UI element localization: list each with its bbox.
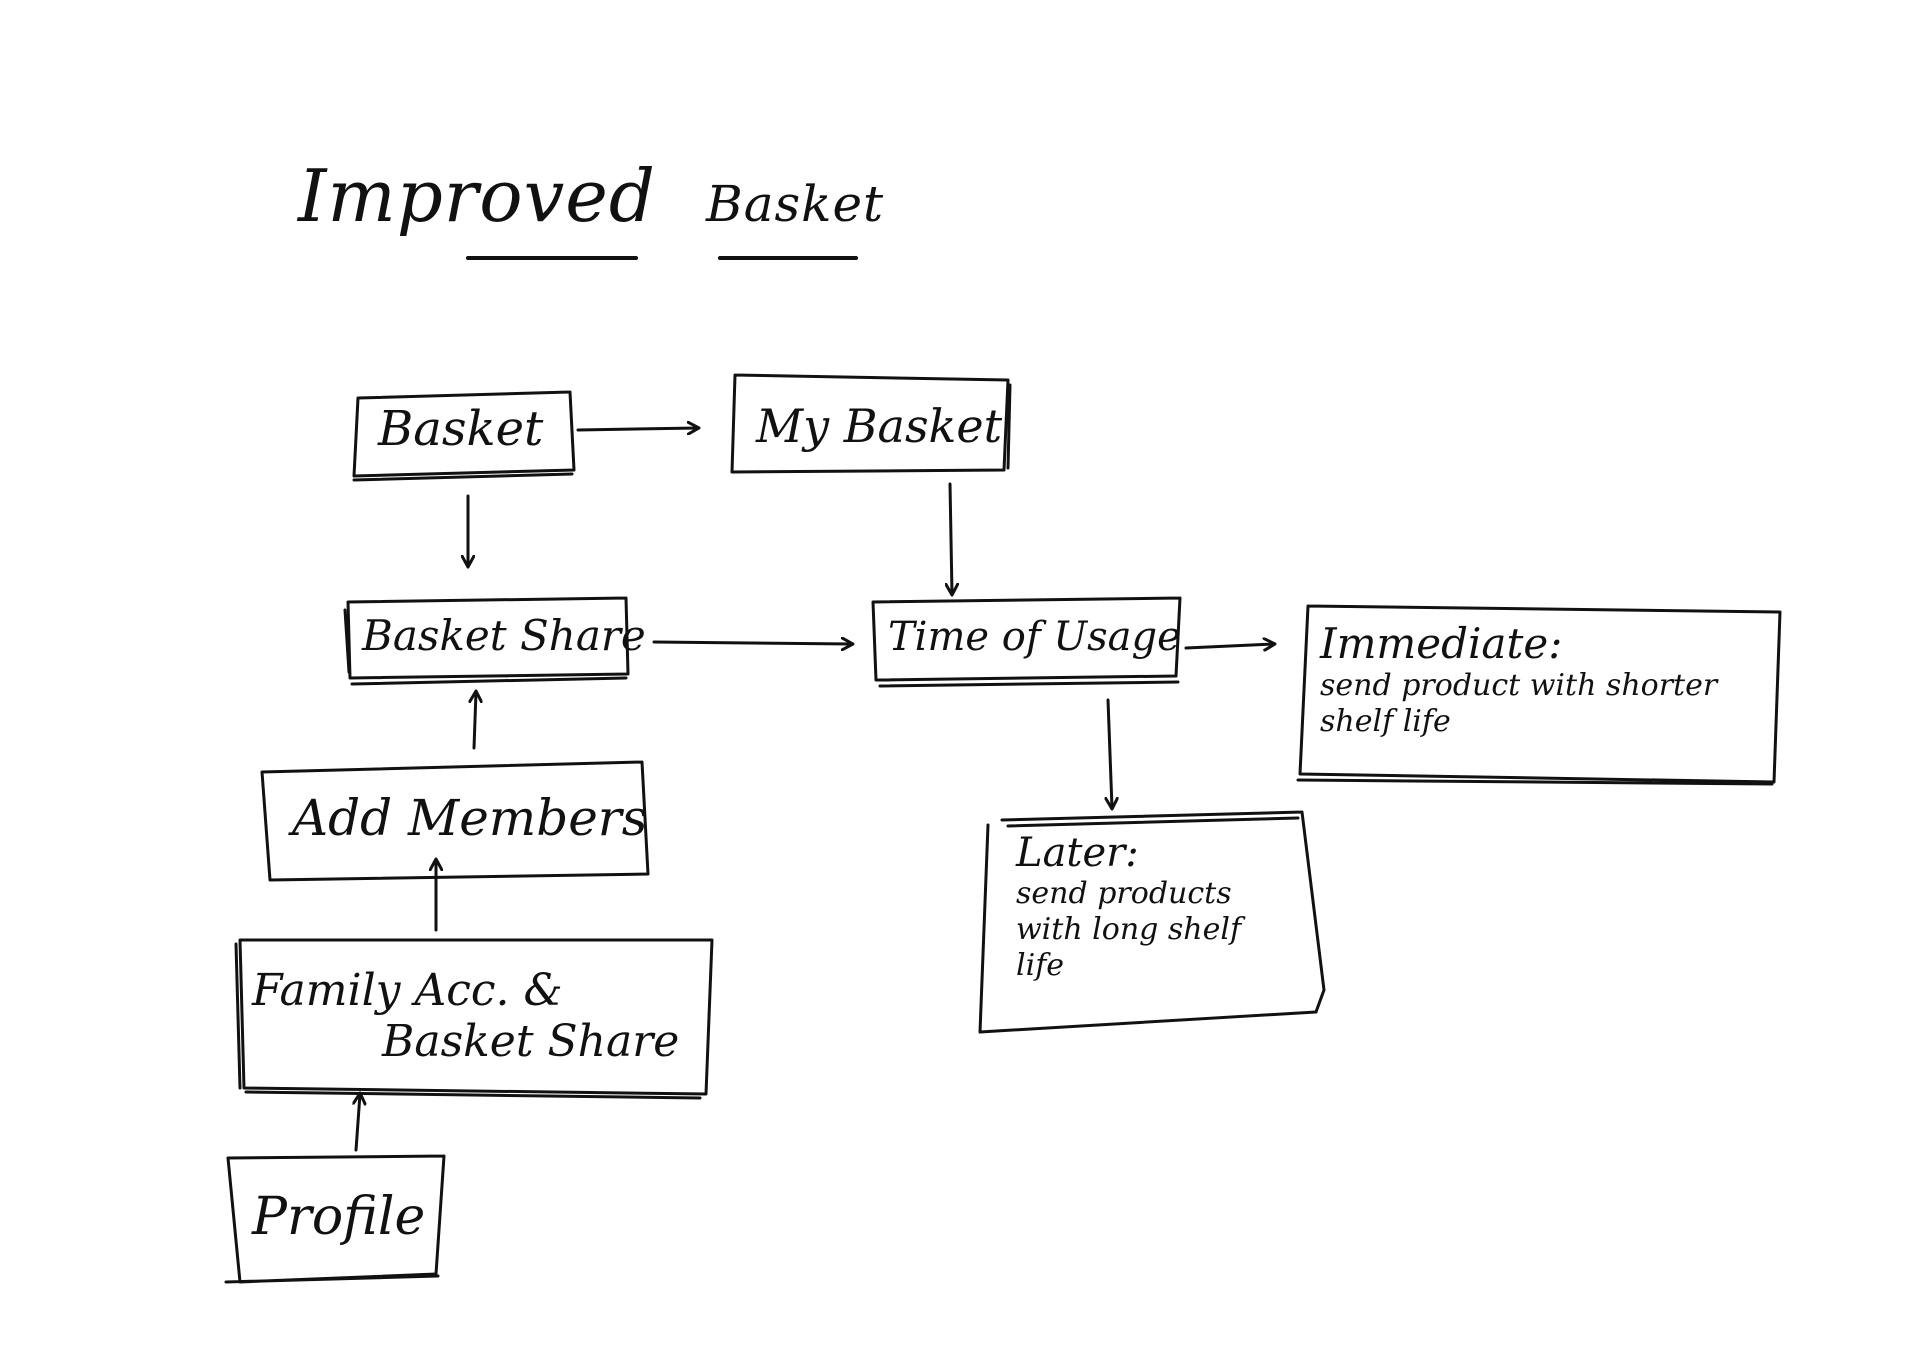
node-family-acc-line1: Family Acc. & — [252, 965, 563, 1016]
node-immediate: Immediate: send product with shorter she… — [1320, 619, 1760, 740]
box-my-basket — [730, 373, 1012, 474]
arrow-my-basket-to-time-of-usage — [950, 482, 952, 594]
node-time-of-usage-label: Time of Usage — [888, 614, 1181, 660]
box-immediate — [1296, 604, 1782, 786]
box-family-acc — [234, 938, 714, 1100]
arrow-time-of-usage-to-immediate — [1184, 644, 1274, 648]
node-profile: Profile — [252, 1187, 426, 1248]
node-profile-label: Profile — [252, 1187, 426, 1247]
node-add-members: Add Members — [292, 789, 648, 848]
box-time-of-usage — [871, 596, 1182, 688]
title-word-basket: Basket — [705, 175, 885, 233]
node-family-acc: Family Acc. & Basket Share — [252, 965, 680, 1067]
node-basket-share-label: Basket Share — [362, 611, 646, 660]
node-time-of-usage: Time of Usage — [888, 614, 1181, 660]
node-later-body: send products with long shelf life — [1016, 876, 1242, 983]
title-underline-1 — [466, 256, 638, 260]
arrow-add-members-to-basket-share — [474, 692, 476, 750]
node-later: Later: send products with long shelf lif… — [1016, 830, 1296, 984]
arrow-basket-share-to-time-of-usage — [652, 642, 852, 644]
title-underline-2 — [718, 256, 858, 260]
node-immediate-body: send product with shorter shelf life — [1320, 668, 1718, 740]
node-basket-label: Basket — [378, 401, 544, 457]
node-family-acc-line2: Basket Share — [382, 1015, 680, 1067]
box-profile — [224, 1154, 446, 1284]
node-basket: Basket — [378, 401, 544, 457]
box-later — [978, 810, 1326, 1034]
node-my-basket-label: My Basket — [756, 399, 1003, 453]
arrow-profile-to-family-acc — [356, 1094, 360, 1152]
arrow-basket-to-my-basket — [576, 428, 698, 430]
arrow-time-of-usage-to-later — [1108, 698, 1112, 808]
box-add-members — [260, 760, 650, 882]
node-my-basket: My Basket — [756, 400, 1002, 453]
node-basket-share: Basket Share — [362, 611, 646, 660]
node-later-head: Later: — [1016, 830, 1139, 876]
node-add-members-label: Add Members — [292, 789, 648, 847]
box-basket-share — [343, 596, 630, 686]
title-word-improved: Improved — [298, 154, 656, 238]
box-basket — [352, 390, 576, 482]
node-immediate-head: Immediate: — [1320, 619, 1563, 668]
